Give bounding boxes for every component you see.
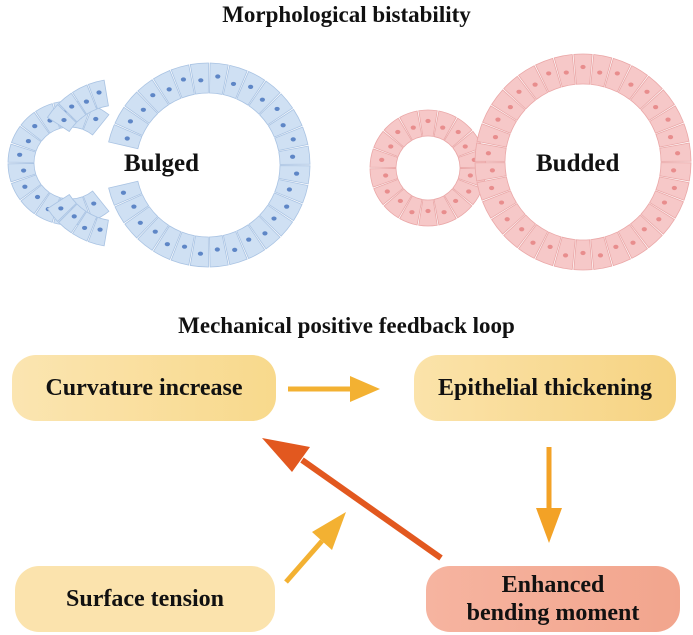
- arrow-bending-to-curvature: [262, 438, 443, 561]
- arrow-thickening-to-bending: [536, 447, 562, 543]
- morphological-bistability-title: Morphological bistability: [222, 2, 471, 27]
- curvature-increase-label: Curvature increase: [45, 375, 243, 401]
- bulged-epithelium: [7, 62, 311, 268]
- bulged-label: Bulged: [124, 150, 200, 177]
- curvature-increase-box: Curvature increase: [12, 355, 276, 421]
- budded-epithelium: [369, 53, 692, 271]
- bending-label-line2: bending moment: [466, 600, 640, 626]
- epithelial-thickening-box: Epithelial thickening: [414, 355, 676, 421]
- epithelial-thickening-label: Epithelial thickening: [437, 375, 653, 401]
- surface-tension-label: Surface tension: [66, 586, 224, 612]
- enhanced-bending-moment-box: Enhanced bending moment: [426, 566, 680, 632]
- epithelium-illustrations: [7, 53, 692, 271]
- budded-label: Budded: [536, 150, 620, 177]
- arrow-curvature-to-thickening: [288, 376, 380, 402]
- bending-label-line1: Enhanced: [501, 572, 605, 598]
- feedback-loop-title: Mechanical positive feedback loop: [178, 313, 515, 338]
- arrow-surface-tension: [284, 512, 346, 584]
- surface-tension-box: Surface tension: [15, 566, 275, 632]
